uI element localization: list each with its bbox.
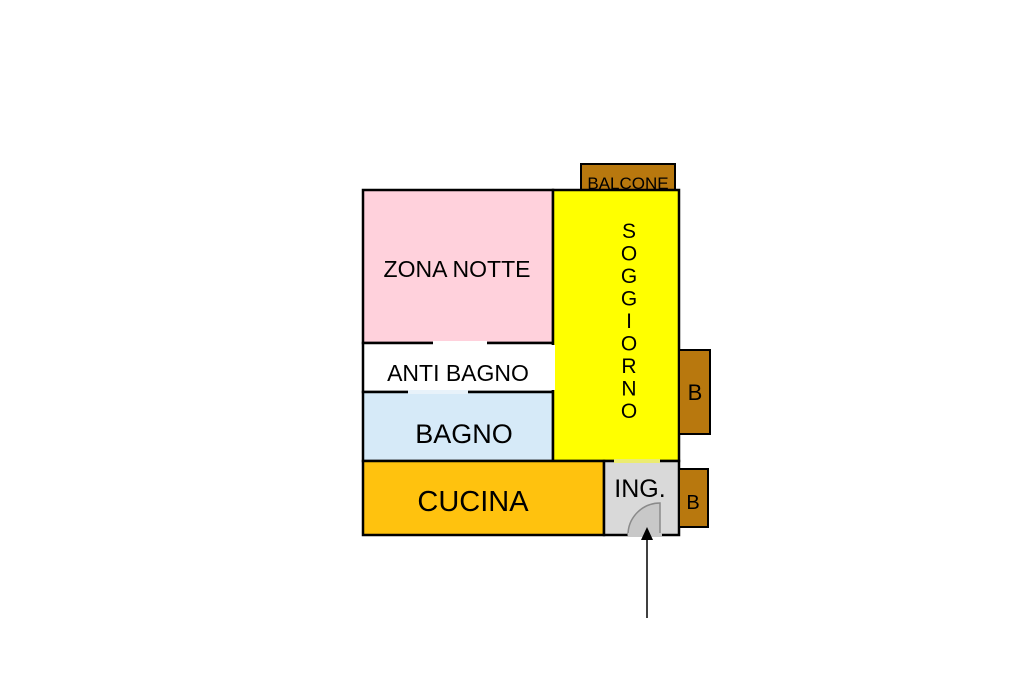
room-balcone-b2 [678,468,709,528]
entrance-arrow-head [641,527,653,540]
room-ingresso [602,459,681,537]
label-zona-notte: ZONA NOTTE [384,256,531,282]
door-swing [627,502,661,536]
label-cucina: CUCINA [417,486,529,518]
door-openings [408,341,660,463]
label-balcone-b1: B [688,380,703,405]
label-balcone-b2: B [686,492,699,514]
room-soggiorno [551,188,681,463]
room-zona-notte [361,188,555,345]
label-anti-bagno: ANTI BAGNO [387,360,529,386]
room-balcone-b1 [678,349,711,435]
label-balcone: BALCONE [587,174,668,193]
label-ingresso: ING. [614,475,665,503]
label-bagno: BAGNO [415,419,513,449]
room-balcone [580,163,676,191]
